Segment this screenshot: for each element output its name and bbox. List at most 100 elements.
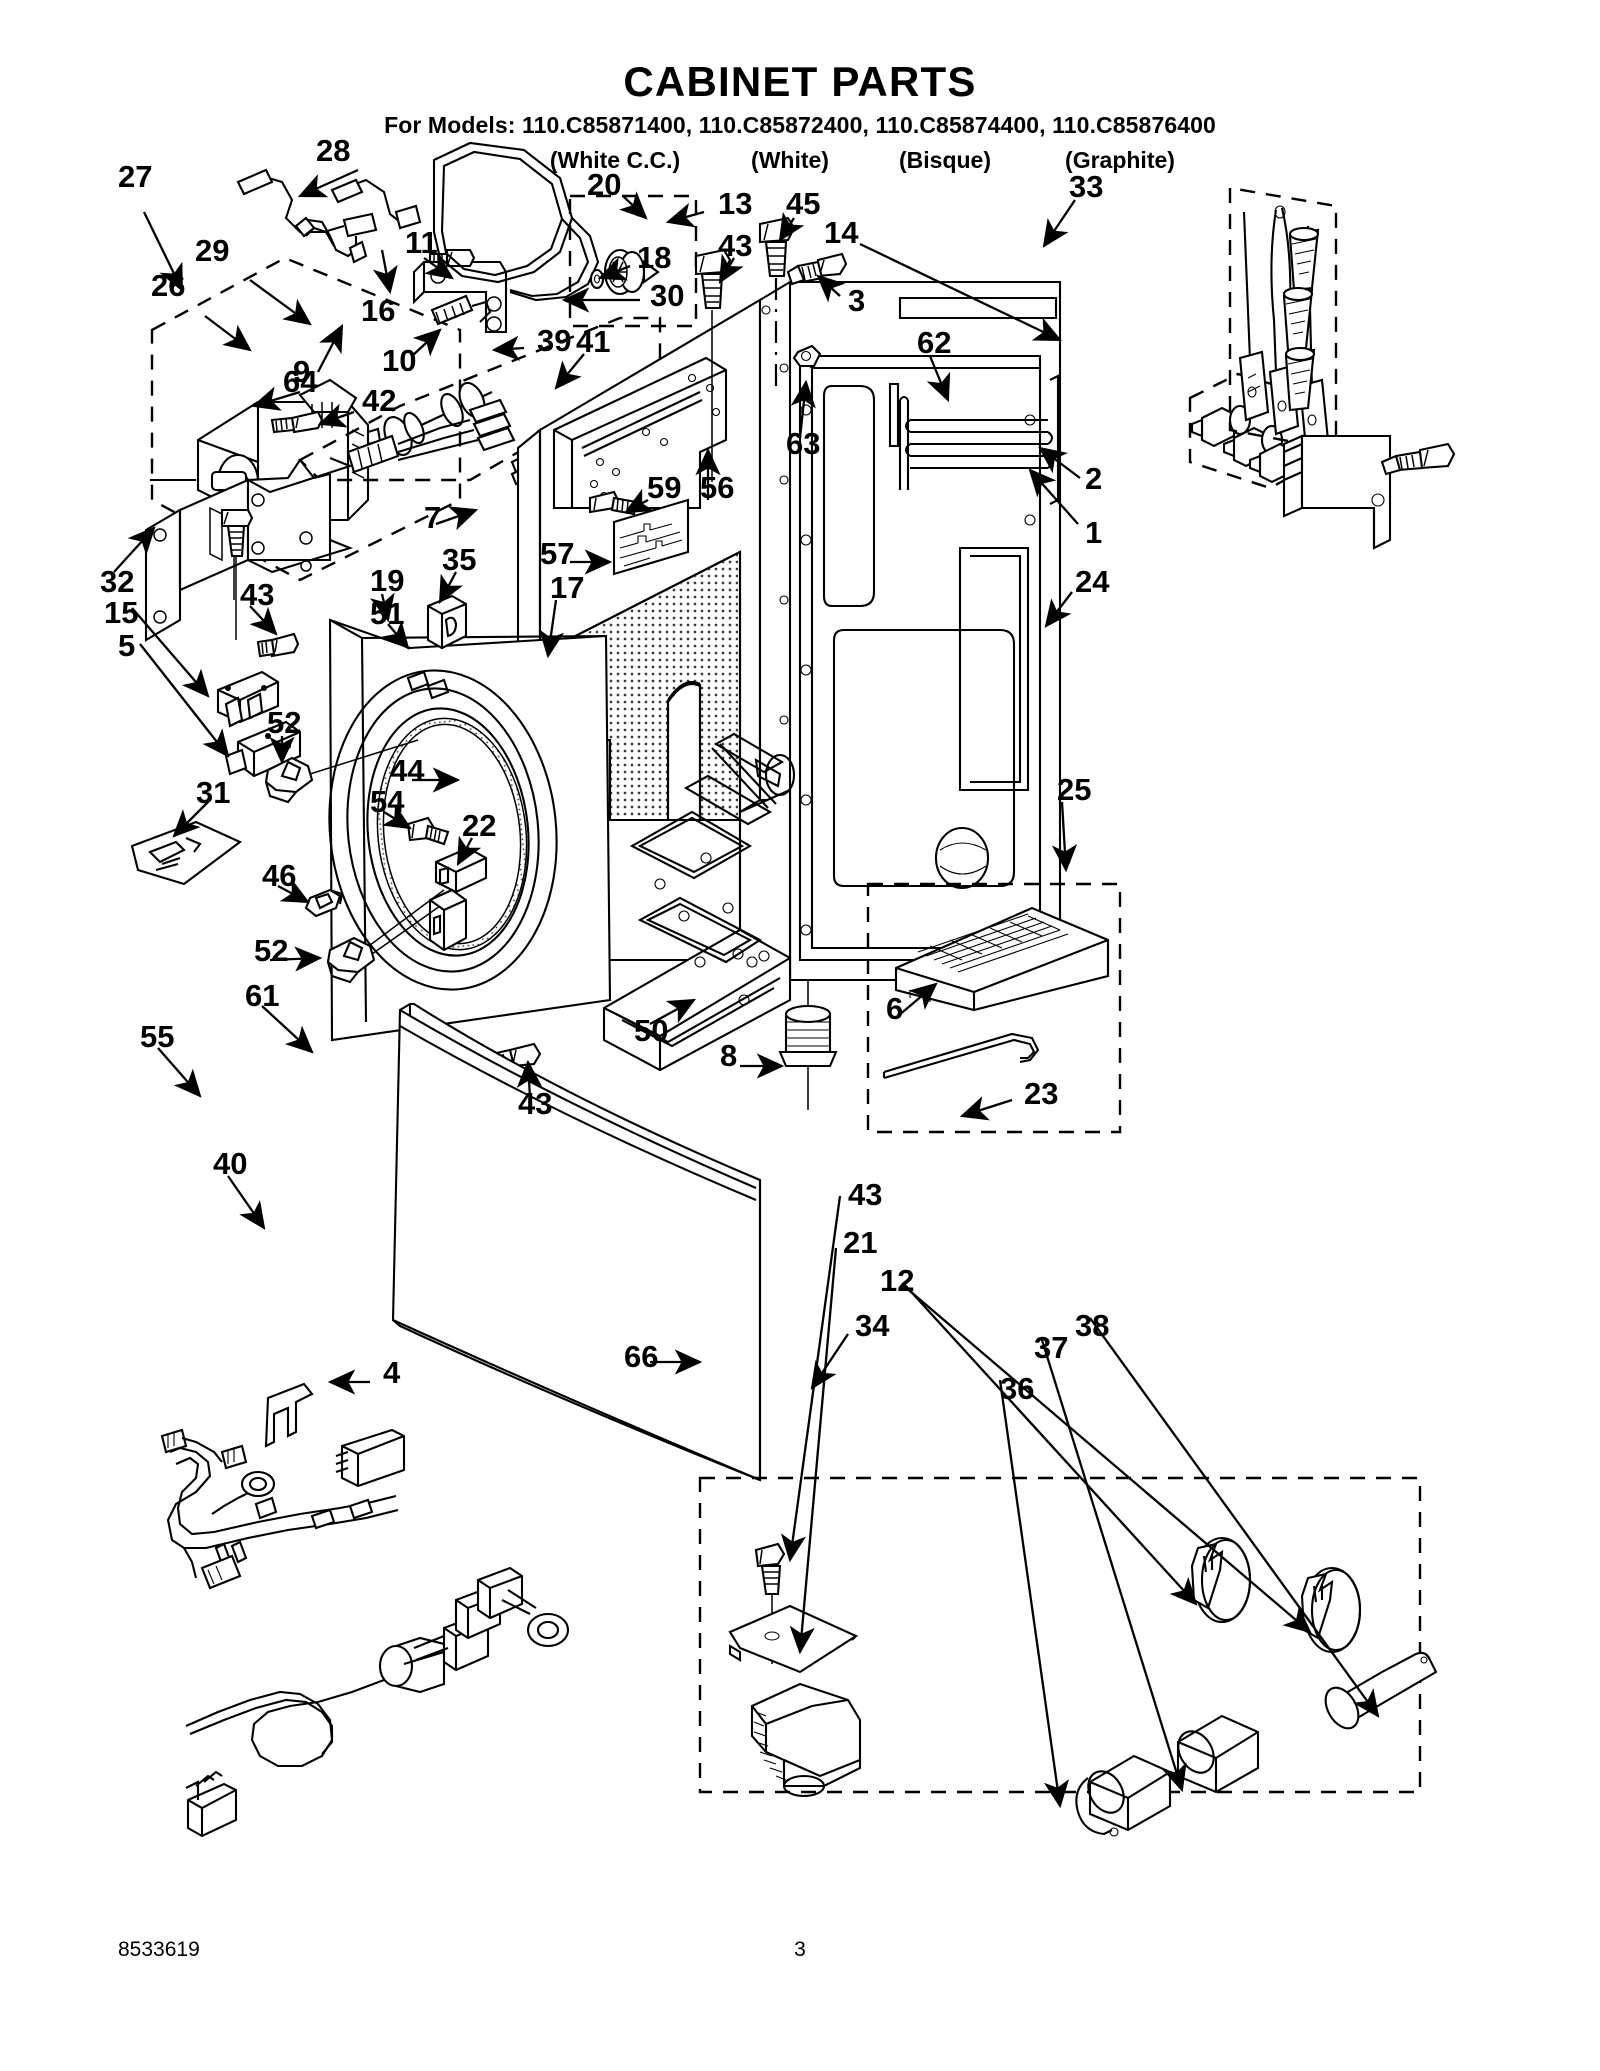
label-plate-57 <box>614 500 688 574</box>
callout-44: 44 <box>390 753 425 788</box>
callout-17: 17 <box>550 570 585 605</box>
callout-29: 29 <box>195 233 230 268</box>
door-ring-51 <box>314 659 572 1001</box>
callout-51: 51 <box>370 596 405 631</box>
callout-24: 24 <box>1075 564 1110 599</box>
vent-collar-37 <box>1171 1716 1258 1792</box>
page-number: 3 <box>794 1938 806 1961</box>
idler-bracket-39 <box>414 262 506 332</box>
callout-11: 11 <box>405 225 438 260</box>
door-seal-44 <box>366 711 537 957</box>
callout-37: 37 <box>1034 1330 1069 1365</box>
top-bracket-56 <box>554 358 726 508</box>
callout-22: 22 <box>462 808 497 843</box>
callout-1: 1 <box>1085 515 1103 550</box>
callout-16: 16 <box>361 293 396 328</box>
callout-32: 32 <box>100 564 135 599</box>
document-number: 8533619 <box>118 1938 200 1961</box>
callout-21: 21 <box>843 1225 878 1260</box>
callout-9: 9 <box>293 354 311 389</box>
color-variant-1: (White C.C.) <box>549 147 681 173</box>
callout-33: 33 <box>1069 169 1104 204</box>
callout-20: 20 <box>587 167 622 202</box>
callout-46: 46 <box>262 858 297 893</box>
leveling-leg-8 <box>780 980 836 1110</box>
clip-46 <box>306 890 342 916</box>
page-title: CABINET PARTS <box>623 58 977 105</box>
motor-bracket-32 <box>146 458 350 640</box>
page-footer: 8533619 3 <box>0 1938 1600 1968</box>
motor-clamp-9 <box>296 218 366 262</box>
vent-clamp-36 <box>1076 1756 1170 1836</box>
callout-4: 4 <box>383 1355 401 1390</box>
callout-12: 12 <box>880 1263 915 1298</box>
wiring-harness-55 <box>162 1430 404 1588</box>
color-variant-4: (Graphite) <box>1065 147 1175 173</box>
door-bumper-35 <box>428 596 466 648</box>
callout-43-door: 43 <box>518 1086 553 1121</box>
wire-lead-28b <box>332 180 420 228</box>
wire-lead-28 <box>238 170 376 236</box>
toe-panel-grille-6 <box>896 908 1108 1010</box>
callout-26: 26 <box>151 268 186 303</box>
callout-10: 10 <box>382 343 417 378</box>
cabinet-base-50 <box>604 734 794 1070</box>
power-cord-4 <box>186 1568 568 1836</box>
callout-50: 50 <box>634 1013 669 1048</box>
callout-19: 19 <box>370 563 405 598</box>
callout-43-left: 43 <box>240 577 275 612</box>
plain-leaders <box>800 342 1060 436</box>
callout-36: 36 <box>1000 1371 1035 1406</box>
vent-plate-21 <box>730 1606 856 1672</box>
grommet-52-lower <box>328 906 440 982</box>
callout-27: 27 <box>118 159 153 194</box>
callout-57: 57 <box>540 536 575 571</box>
callout-64: 64 <box>283 364 318 399</box>
vent-cap-12b <box>1302 1568 1360 1652</box>
wire-harness-42 <box>348 400 514 472</box>
callout-6: 6 <box>886 991 904 1026</box>
access-plate-31 <box>132 822 240 884</box>
screw-43-left <box>258 634 298 656</box>
callout-66: 66 <box>624 1339 659 1374</box>
callout-5: 5 <box>118 628 136 663</box>
callout-25: 25 <box>1057 772 1092 807</box>
callout-52-upper: 52 <box>267 705 302 740</box>
screw-42 <box>272 412 322 432</box>
callout-43-vent: 43 <box>848 1177 883 1212</box>
models-line: For Models: 110.C85871400, 110.C85872400… <box>384 112 1216 138</box>
callout-56: 56 <box>700 470 735 505</box>
screw-54 <box>408 818 448 844</box>
color-variant-3: (Bisque) <box>899 147 991 173</box>
vent-cap-12a <box>1192 1538 1250 1622</box>
callout-62: 62 <box>917 325 952 360</box>
color-variants-row: (White C.C.) (White) (Bisque) (Graphite) <box>0 147 1600 174</box>
door-switch-15 <box>218 672 278 726</box>
callout-30: 30 <box>650 278 685 313</box>
leader-lines <box>114 170 1380 1809</box>
callout-23: 23 <box>1024 1076 1059 1111</box>
spring-10 <box>432 296 490 324</box>
kick-panel-61 <box>393 1004 760 1480</box>
bracket-23 <box>884 1034 1038 1078</box>
callout-28: 28 <box>316 133 351 168</box>
callout-42: 42 <box>362 383 397 418</box>
callout-61: 61 <box>245 978 280 1013</box>
clip-40 <box>266 1384 312 1446</box>
callout-43: 43 <box>718 228 753 263</box>
callout-54: 54 <box>370 784 405 819</box>
callout-41: 41 <box>576 324 611 359</box>
callout-45: 45 <box>786 186 821 221</box>
vent-elbow-34 <box>752 1684 860 1796</box>
callout-13: 13 <box>718 186 753 221</box>
callout-8: 8 <box>720 1038 738 1073</box>
callout-31: 31 <box>196 775 231 810</box>
callout-40: 40 <box>213 1146 248 1181</box>
terminal-kit-14 <box>1230 188 1336 450</box>
callout-3: 3 <box>848 283 866 318</box>
access-panel-1 <box>1284 436 1390 548</box>
grommet-52-upper <box>266 740 418 802</box>
callout-39: 39 <box>537 323 572 358</box>
